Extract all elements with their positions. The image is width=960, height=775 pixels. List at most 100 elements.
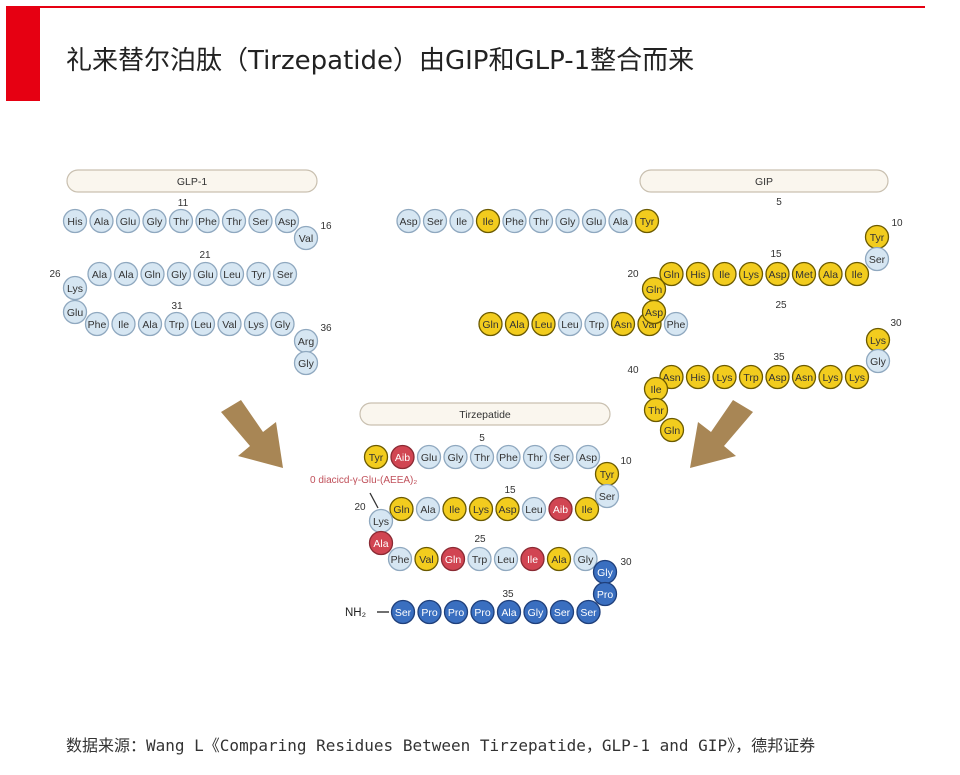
residue-label: Tyr (251, 269, 266, 281)
position-number: 26 (49, 269, 61, 280)
position-number: 36 (320, 323, 332, 334)
residue: Ala (496, 599, 522, 625)
residue-label: Gln (664, 425, 681, 437)
residue-label: Ile (527, 554, 538, 566)
header-accent-block (6, 6, 40, 101)
residue-label: Gly (275, 319, 292, 331)
residue-label: Tyr (870, 232, 885, 244)
residue: Gln (659, 417, 685, 443)
residue-label: Ile (851, 269, 862, 281)
residue-label: Gln (393, 504, 410, 516)
residue-label: Trp (743, 372, 759, 384)
residue: Aib (390, 444, 415, 470)
residue: Leu (557, 311, 583, 337)
residue: Ile (643, 376, 669, 402)
residue-label: Lys (248, 319, 264, 331)
residue: Thr (221, 208, 247, 234)
residue-label: Ala (613, 216, 628, 228)
residue: Ser (576, 599, 601, 625)
residue-label: Ile (650, 384, 661, 396)
c-terminal-label: NH₂ (345, 607, 366, 619)
residue: Gln (440, 546, 466, 572)
residue: Asp (641, 299, 667, 325)
position-number: 31 (171, 301, 183, 312)
residue: Ser (594, 483, 620, 509)
residue: Tyr (246, 261, 271, 287)
residue: Gly (142, 208, 167, 234)
residue: Gly (166, 261, 192, 287)
residue: Trp (164, 311, 189, 337)
residue-label: Pro (448, 607, 465, 619)
residue-label: Pro (597, 589, 614, 601)
residue-label: Ser (580, 607, 597, 619)
position-number: 35 (773, 352, 785, 363)
residue-label: Gly (597, 567, 614, 579)
residue-label: Gly (578, 554, 595, 566)
residue: Ser (422, 208, 448, 234)
residue: Phe (195, 208, 220, 234)
residue: Phe (663, 311, 689, 337)
residue-label: Leu (535, 319, 553, 331)
header-rule (40, 6, 925, 8)
residue-label: Val (419, 554, 433, 566)
residue-label: Ile (482, 216, 493, 228)
residue: Phe (84, 311, 110, 337)
residue: Ile (475, 208, 501, 234)
residue: Lys (818, 364, 843, 390)
residue: Lys (368, 508, 394, 534)
residue: Ala (415, 496, 441, 522)
residue: Pro (443, 599, 469, 625)
position-number: 21 (199, 250, 211, 261)
residue: Ser (864, 246, 890, 272)
residue: Tyr (363, 444, 389, 470)
residue: Pro (592, 581, 618, 607)
residue-label: Leu (561, 319, 579, 331)
residue-label: Ala (118, 269, 133, 281)
residue: Ile (712, 261, 737, 287)
peptide-name-1: GIP (639, 169, 889, 193)
residue: Ala (137, 311, 163, 337)
residue-label: Ser (554, 607, 571, 619)
residue-label: Ser (553, 452, 570, 464)
position-number: 20 (627, 269, 639, 280)
residue-label: Glu (586, 216, 603, 228)
residue-label: Leu (223, 269, 241, 281)
residue: Ala (546, 546, 572, 572)
residue: Val (414, 546, 439, 572)
residue-label: Lys (67, 283, 83, 295)
residue-label: Leu (497, 554, 515, 566)
residue: Asn (791, 364, 817, 390)
residue: Leu (190, 311, 216, 337)
residue-label: Ser (427, 216, 444, 228)
position-number: 11 (178, 198, 189, 209)
residue: Phe (502, 208, 527, 234)
residue: Leu (219, 261, 245, 287)
residue: Lys (865, 327, 891, 353)
position-number: 20 (354, 502, 366, 513)
residue: Aib (548, 496, 573, 522)
residue: Lys (62, 275, 88, 301)
position-number: 30 (620, 557, 632, 568)
position-number: 15 (770, 249, 782, 260)
residue: Leu (521, 496, 547, 522)
residue-label: Leu (525, 504, 543, 516)
residue: Lys (738, 261, 764, 287)
residue: Gln (659, 261, 684, 287)
residue: Ala (608, 208, 633, 234)
slide-title: 礼来替尔泊肽（Tirzepatide）由GIP和GLP-1整合而来 (66, 46, 695, 76)
residue: Glu (416, 444, 442, 470)
residue-label: Trp (472, 554, 488, 566)
residue-label: Ala (420, 504, 435, 516)
residue-label: Glu (67, 307, 84, 319)
residue: Glu (62, 299, 88, 325)
residue-label: Ala (142, 319, 157, 331)
residue: Ser (272, 261, 298, 287)
residue: Ala (818, 261, 843, 287)
residue: Lys (243, 311, 269, 337)
residue: Gly (270, 311, 295, 337)
residue: Gln (478, 311, 503, 337)
residue: Asp (765, 261, 790, 287)
residue: Tyr (634, 208, 660, 234)
residue-label: Asp (579, 452, 597, 464)
residue: His (62, 208, 88, 234)
